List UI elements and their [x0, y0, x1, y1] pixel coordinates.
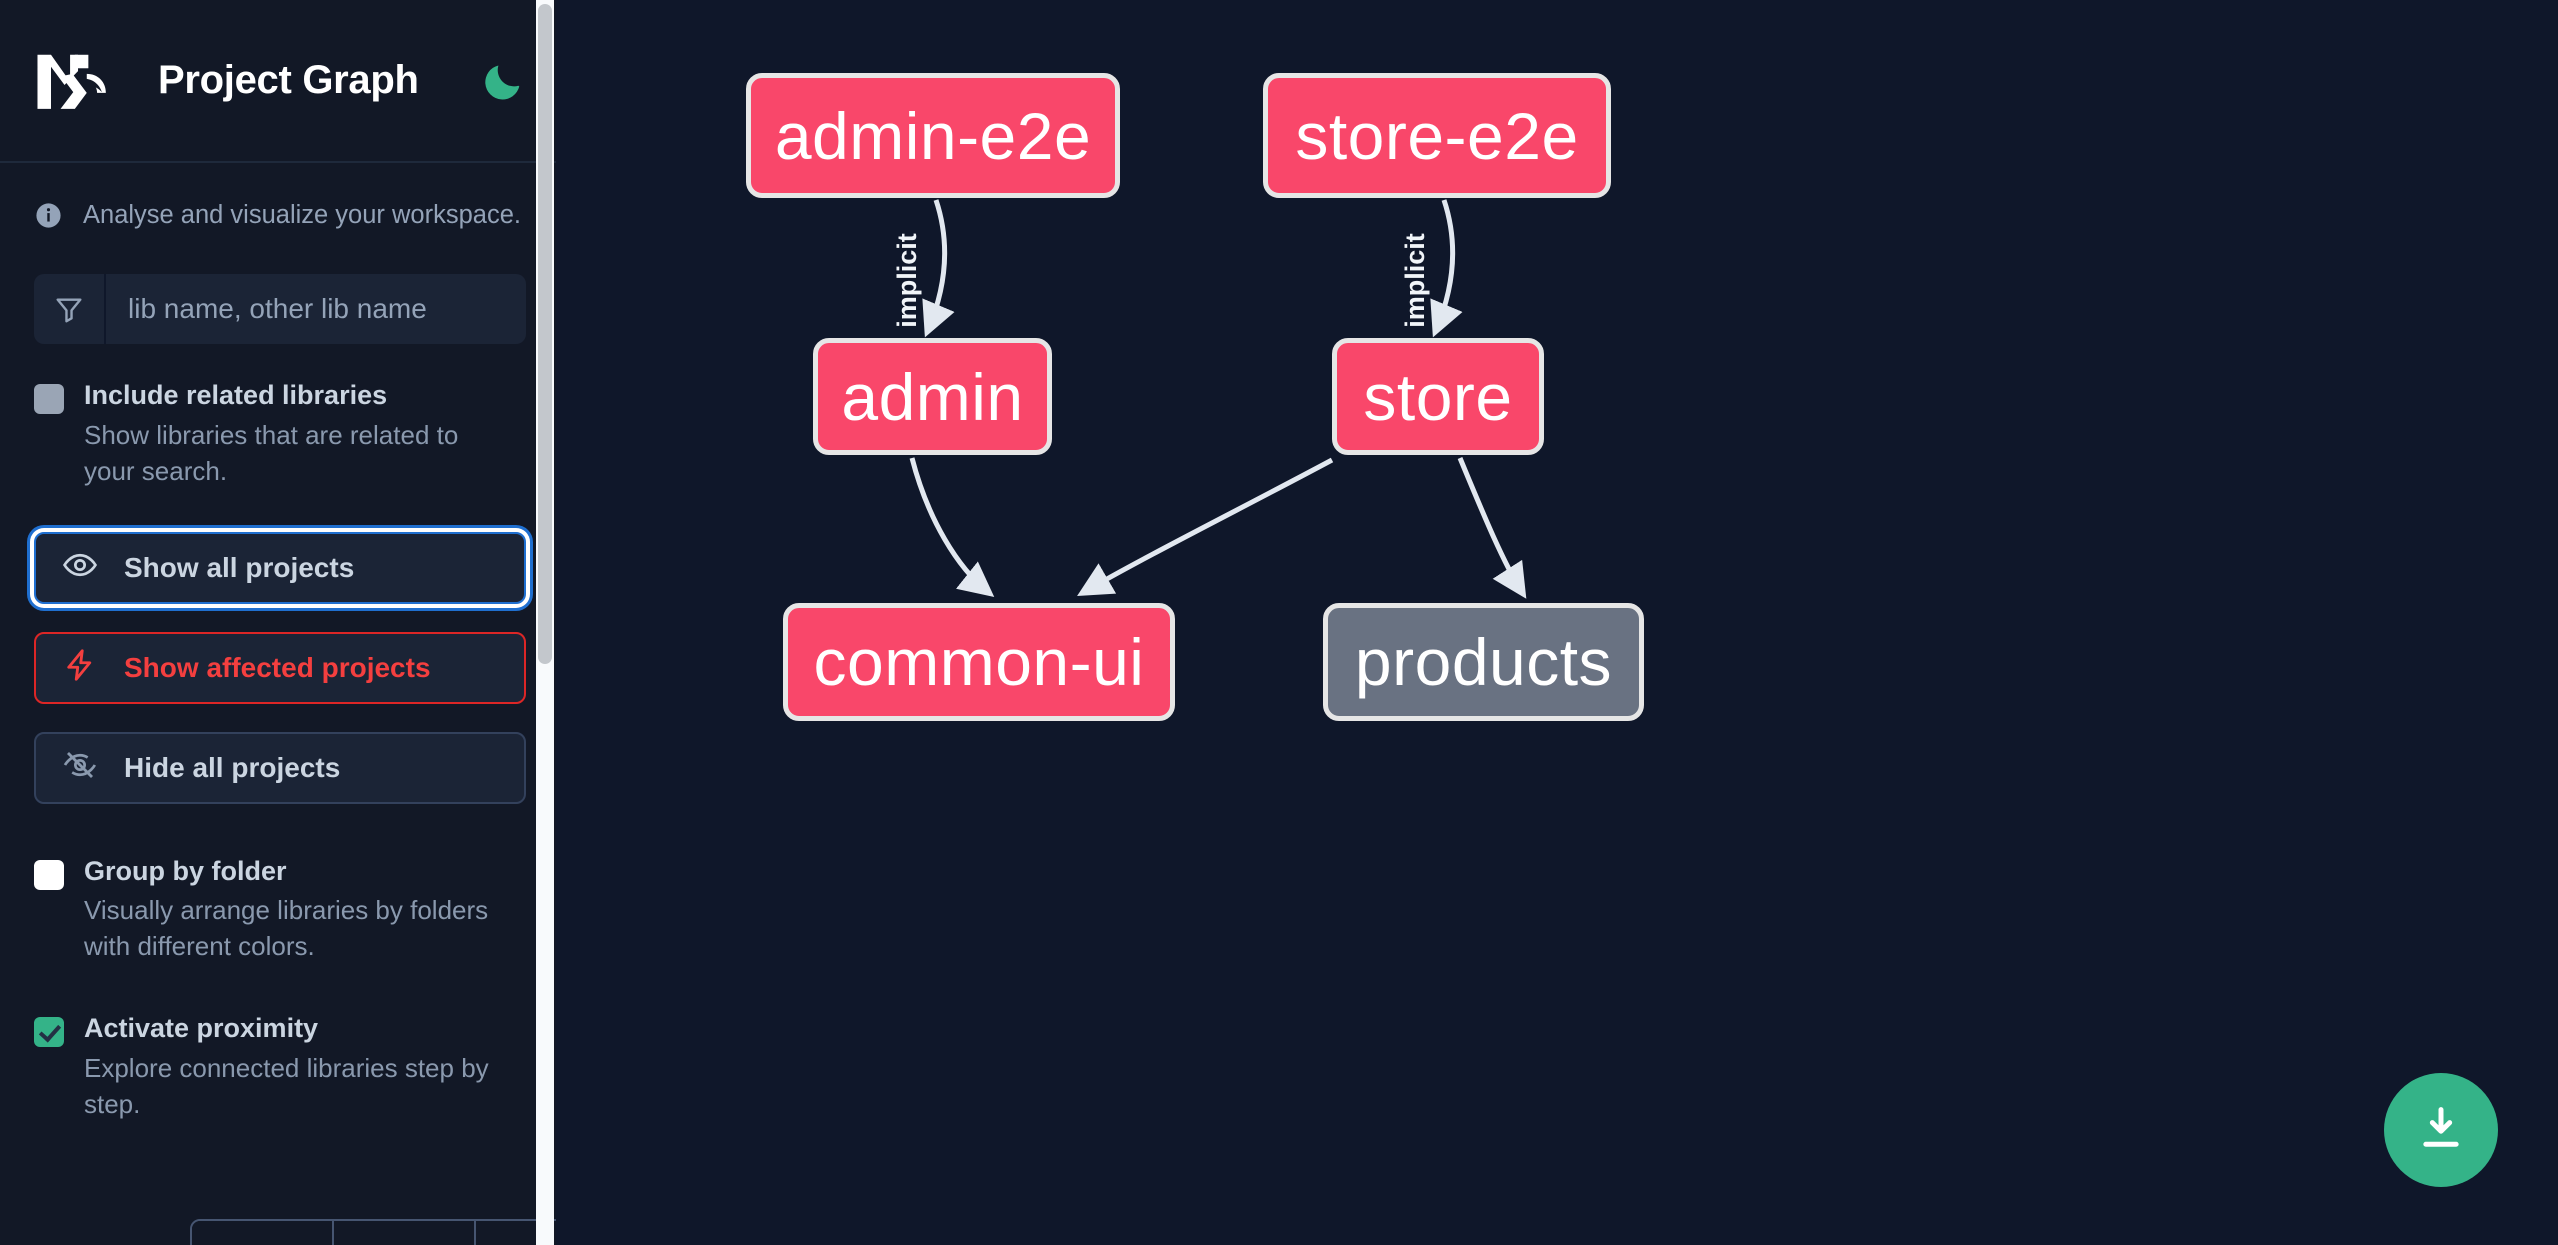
include-related-libraries-label: Include related libraries: [84, 380, 388, 410]
proximity-stepper-group[interactable]: [190, 1219, 560, 1245]
edge-admin-e2e-to-admin: [922, 199, 955, 338]
edge-admin-to-common-ui: [909, 457, 995, 598]
activate-proximity-label: Activate proximity: [84, 1013, 319, 1044]
project-visibility-buttons: Show all projects Show affected projects: [0, 490, 560, 804]
edge-store-to-products: [1457, 457, 1527, 599]
sidebar: Project Graph Analyse and visualize your…: [0, 0, 560, 1245]
show-all-projects-label: Show all projects: [124, 551, 355, 583]
graph-node-label: products: [1354, 625, 1613, 699]
eye-off-icon: [62, 747, 98, 788]
graph-node-products[interactable]: products: [1323, 603, 1644, 721]
group-by-folder-checkbox[interactable]: [34, 859, 64, 890]
graph-node-label: store-e2e: [1295, 98, 1579, 173]
activate-proximity-row[interactable]: Activate proximity Explore connected lib…: [34, 1013, 526, 1123]
page-title: Project Graph: [158, 58, 419, 102]
sidebar-scrollbar-thumb[interactable]: [538, 4, 552, 664]
download-graph-button[interactable]: [2384, 1073, 2498, 1187]
group-by-folder-description: Visually arrange libraries by folders wi…: [84, 895, 489, 962]
nx-logo-icon: [34, 50, 130, 112]
group-by-folder-label: Group by folder: [84, 855, 287, 886]
graph-node-admin[interactable]: admin: [813, 338, 1052, 455]
hide-all-projects-label: Hide all projects: [124, 751, 341, 783]
graph-node-label: common-ui: [813, 625, 1145, 699]
edge-store-to-common-ui: [1077, 457, 1334, 597]
info-icon: [34, 201, 63, 230]
include-related-libraries-row[interactable]: Include related libraries Show libraries…: [0, 344, 560, 490]
include-related-libraries-checkbox[interactable]: [34, 384, 64, 414]
filter-funnel-icon[interactable]: [34, 274, 106, 344]
info-row: Analyse and visualize your workspace.: [0, 163, 560, 230]
include-related-libraries-description: Show libraries that are related to your …: [84, 419, 459, 486]
show-all-projects-button[interactable]: Show all projects: [34, 531, 526, 604]
download-icon: [2415, 1102, 2467, 1159]
sidebar-scrollbar[interactable]: [536, 0, 554, 1245]
activate-proximity-description: Explore connected libraries step by step…: [84, 1053, 489, 1119]
sidebar-header: Project Graph: [0, 0, 560, 163]
graph-edges: [909, 199, 1527, 599]
show-affected-projects-label: Show affected projects: [124, 651, 431, 683]
graph-node-label: store: [1363, 359, 1513, 434]
eye-icon: [62, 547, 98, 588]
search-input[interactable]: [106, 274, 526, 344]
hide-all-projects-button[interactable]: Hide all projects: [34, 731, 526, 804]
proximity-decrease-button[interactable]: [192, 1221, 334, 1245]
search-section: [0, 230, 560, 344]
graph-node-store[interactable]: store: [1332, 338, 1544, 455]
graph-node-store-e2e[interactable]: store-e2e: [1263, 73, 1611, 198]
info-text: Analyse and visualize your workspace.: [83, 201, 521, 229]
graph-options: Group by folder Visually arrange librari…: [0, 804, 560, 1123]
activate-proximity-checkbox[interactable]: [34, 1017, 64, 1048]
edge-store-e2e-to-store: [1430, 199, 1463, 338]
proximity-value-cell: [334, 1221, 476, 1245]
lightning-bolt-icon: [62, 647, 98, 688]
graph-node-label: admin-e2e: [774, 98, 1092, 173]
moon-icon[interactable]: [480, 58, 526, 104]
graph-node-label: admin: [841, 359, 1024, 434]
show-affected-projects-button[interactable]: Show affected projects: [34, 631, 526, 704]
sidebar-divider: [556, 0, 560, 1245]
graph-canvas[interactable]: admin-e2e store-e2e admin store common-u…: [560, 0, 2558, 1245]
graph-node-common-ui[interactable]: common-ui: [783, 603, 1175, 721]
graph-node-admin-e2e[interactable]: admin-e2e: [746, 73, 1120, 198]
edge-label-implicit-admin: implicit: [891, 233, 922, 328]
search-box[interactable]: [34, 274, 526, 344]
group-by-folder-row[interactable]: Group by folder Visually arrange librari…: [34, 856, 526, 966]
edge-label-implicit-store: implicit: [1399, 233, 1430, 328]
